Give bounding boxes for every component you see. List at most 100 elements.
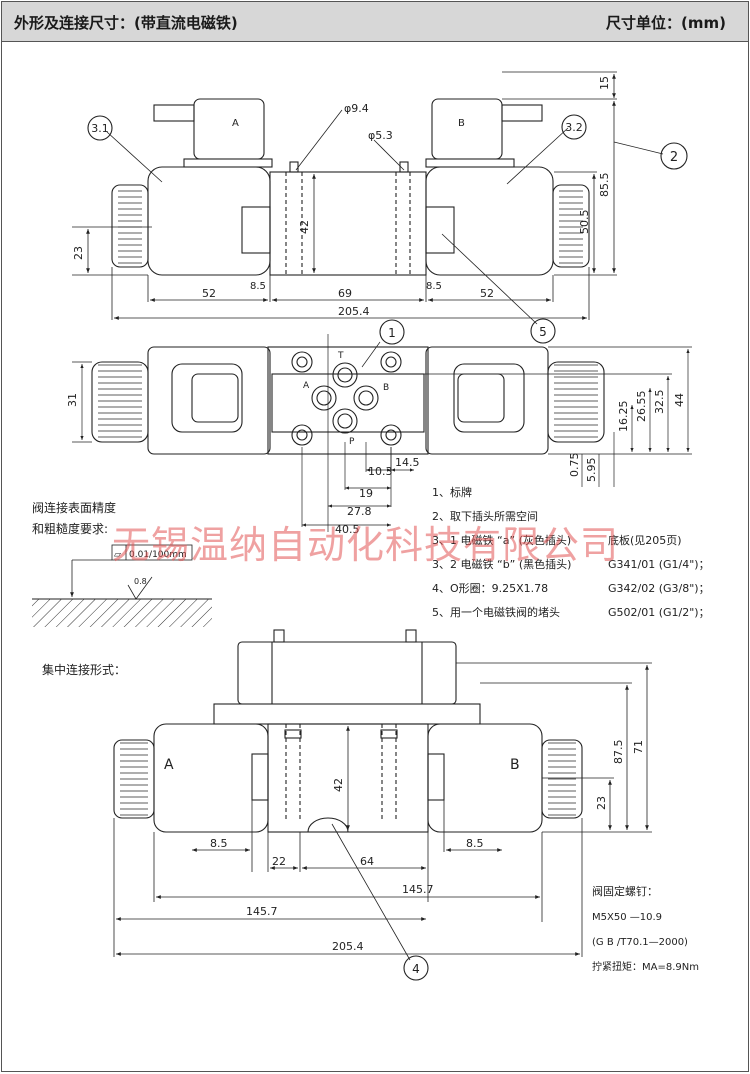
solenoid-a-label: A [164, 757, 174, 773]
coil-b-label: B [458, 118, 465, 129]
callout-1-label: 1 [388, 326, 396, 340]
mid-view-text: 1 T A B P 31 44 32.5 26.55 16.25 0.75 5.… [66, 326, 686, 536]
dim-40-5: 40.5 [335, 523, 360, 536]
svg-text:▱: ▱ [114, 550, 121, 560]
dim-42-top: 42 [298, 220, 311, 234]
surface-line-1: 阀连接表面精度 [32, 500, 116, 515]
surface-spec: 阀连接表面精度 和粗糙度要求: ▱ 0.01/100mm 0.8 [32, 500, 212, 627]
dim-8-5-left: 8.5 [250, 281, 266, 292]
plug-b [431, 98, 503, 160]
notes-block: 1、标牌 2、取下插头所需空间 3、1 电磁铁 “a” (灰色插头) 底板(见2… [432, 485, 710, 619]
solenoid-right-body [425, 166, 554, 276]
coil-a-label: A [232, 118, 239, 129]
dim-69: 69 [338, 287, 352, 300]
note-5b: G342/02 (G3/8")； [608, 582, 710, 595]
callout-2 [660, 142, 688, 170]
port-t-label: T [337, 351, 344, 361]
callout-3-2 [561, 114, 587, 140]
port-b [353, 385, 379, 411]
solenoid-left-body [147, 166, 271, 276]
header-bar: 外形及连接尺寸：(带直流电磁铁) 尺寸单位：(mm) [2, 2, 748, 42]
dim-8-5-bottom-right: 8.5 [466, 837, 484, 850]
note-4: 3、2 电磁铁 “b” (黑色插头) [432, 557, 571, 571]
dim-64: 64 [360, 855, 374, 868]
callout-3-1 [87, 115, 113, 141]
dim-31: 31 [66, 393, 79, 407]
note-1: 1、标牌 [432, 485, 472, 499]
sheet-title: 外形及连接尺寸：(带直流电磁铁) [14, 14, 238, 32]
solenoid-b-label: B [510, 757, 520, 773]
roughness-value: 0.8 [134, 577, 147, 586]
mid-view [72, 319, 692, 532]
note-5: 4、O形圈：9.25X1.78 [432, 582, 548, 595]
dim-10-3: 10.3 [368, 465, 393, 478]
port-a [311, 385, 337, 411]
mounting-hole-bl [291, 424, 313, 446]
port-t [332, 362, 358, 388]
mounting-hole-tr [380, 351, 402, 373]
screw-spec: M5X50 —10.9 [592, 912, 662, 923]
dim-27-8: 27.8 [347, 505, 372, 518]
dim-23-top: 23 [72, 246, 85, 260]
dim-8-5-bottom-left: 8.5 [210, 837, 228, 850]
dim-8-5-right: 8.5 [426, 281, 442, 292]
flatness-value: 0.01/100mm [129, 550, 187, 560]
port-p-label: P [349, 437, 355, 447]
mounting-hole-br [380, 424, 402, 446]
note-6b: G502/01 (G1/2")； [608, 606, 710, 619]
top-view [72, 71, 688, 344]
dim-71: 71 [632, 740, 645, 754]
bottom-view [113, 629, 652, 981]
mid-solenoid-left [147, 346, 271, 455]
dim-19: 19 [359, 487, 373, 500]
dim-5-95: 5.95 [585, 458, 598, 483]
callout-3-1-label: 3.1 [91, 122, 109, 135]
mid-valve-body [267, 346, 429, 455]
dim-22: 22 [272, 855, 286, 868]
bottom-solenoid-a [153, 723, 269, 833]
dim-52-right: 52 [480, 287, 494, 300]
callout-5-label: 5 [539, 325, 547, 339]
dim-0-75: 0.75 [568, 453, 581, 478]
note-2: 2、取下插头所需空间 [432, 509, 538, 523]
dim-50-5: 50.5 [578, 210, 591, 235]
dim-15: 15 [598, 76, 611, 90]
top-view-text: 3.1 3.2 2 5 A B φ9.4 φ5.3 15 85.5 50.5 2… [72, 76, 678, 339]
valve-body-top [269, 171, 427, 276]
callout-4 [403, 955, 429, 981]
dim-42-bottom: 42 [332, 778, 345, 792]
phi-5-3-label: φ5.3 [368, 129, 393, 142]
dim-14-5: 14.5 [395, 456, 420, 469]
dim-205-4-top: 205.4 [338, 305, 370, 318]
phi-9-4-label: φ9.4 [344, 102, 369, 115]
note-3: 3、1 电磁铁 “a” (灰色插头) [432, 533, 571, 547]
callout-1 [379, 319, 405, 345]
mounting-hole-tl [291, 351, 313, 373]
dim-87-5: 87.5 [612, 740, 625, 765]
dim-16-25: 16.25 [617, 401, 630, 433]
surface-line-2: 和粗糙度要求: [32, 521, 108, 536]
screw-title: 阀固定螺钉： [592, 884, 658, 898]
bottom-view-text: A B 4 71 87.5 23 42 8.5 8.5 22 64 145.7 … [164, 740, 699, 977]
dim-145-7-a: 145.7 [402, 883, 434, 896]
dim-52-left: 52 [202, 287, 216, 300]
port-a-label: A [303, 381, 310, 391]
note-6: 5、用一个电磁铁阀的堵头 [432, 605, 560, 619]
port-p [332, 408, 358, 434]
note-4b: G341/01 (G1/4")； [608, 558, 710, 571]
dim-23-bottom: 23 [595, 796, 608, 810]
screw-torque: 拧紧扭矩：MA=8.9Nm [592, 960, 699, 973]
screw-standard: (G B /T70.1—2000) [592, 937, 688, 948]
dim-145-7-b: 145.7 [246, 905, 278, 918]
note-3b: 底板(见205页) [608, 533, 682, 547]
callout-5 [530, 318, 556, 344]
callout-4-label: 4 [412, 962, 420, 976]
dim-44: 44 [673, 393, 686, 407]
hatched-surface [32, 599, 212, 627]
watermark-company: 无锡温纳自动化科技有限公司 [112, 523, 619, 567]
callout-2-label: 2 [670, 150, 678, 165]
plug-a [193, 98, 265, 160]
dim-32-5: 32.5 [653, 390, 666, 415]
